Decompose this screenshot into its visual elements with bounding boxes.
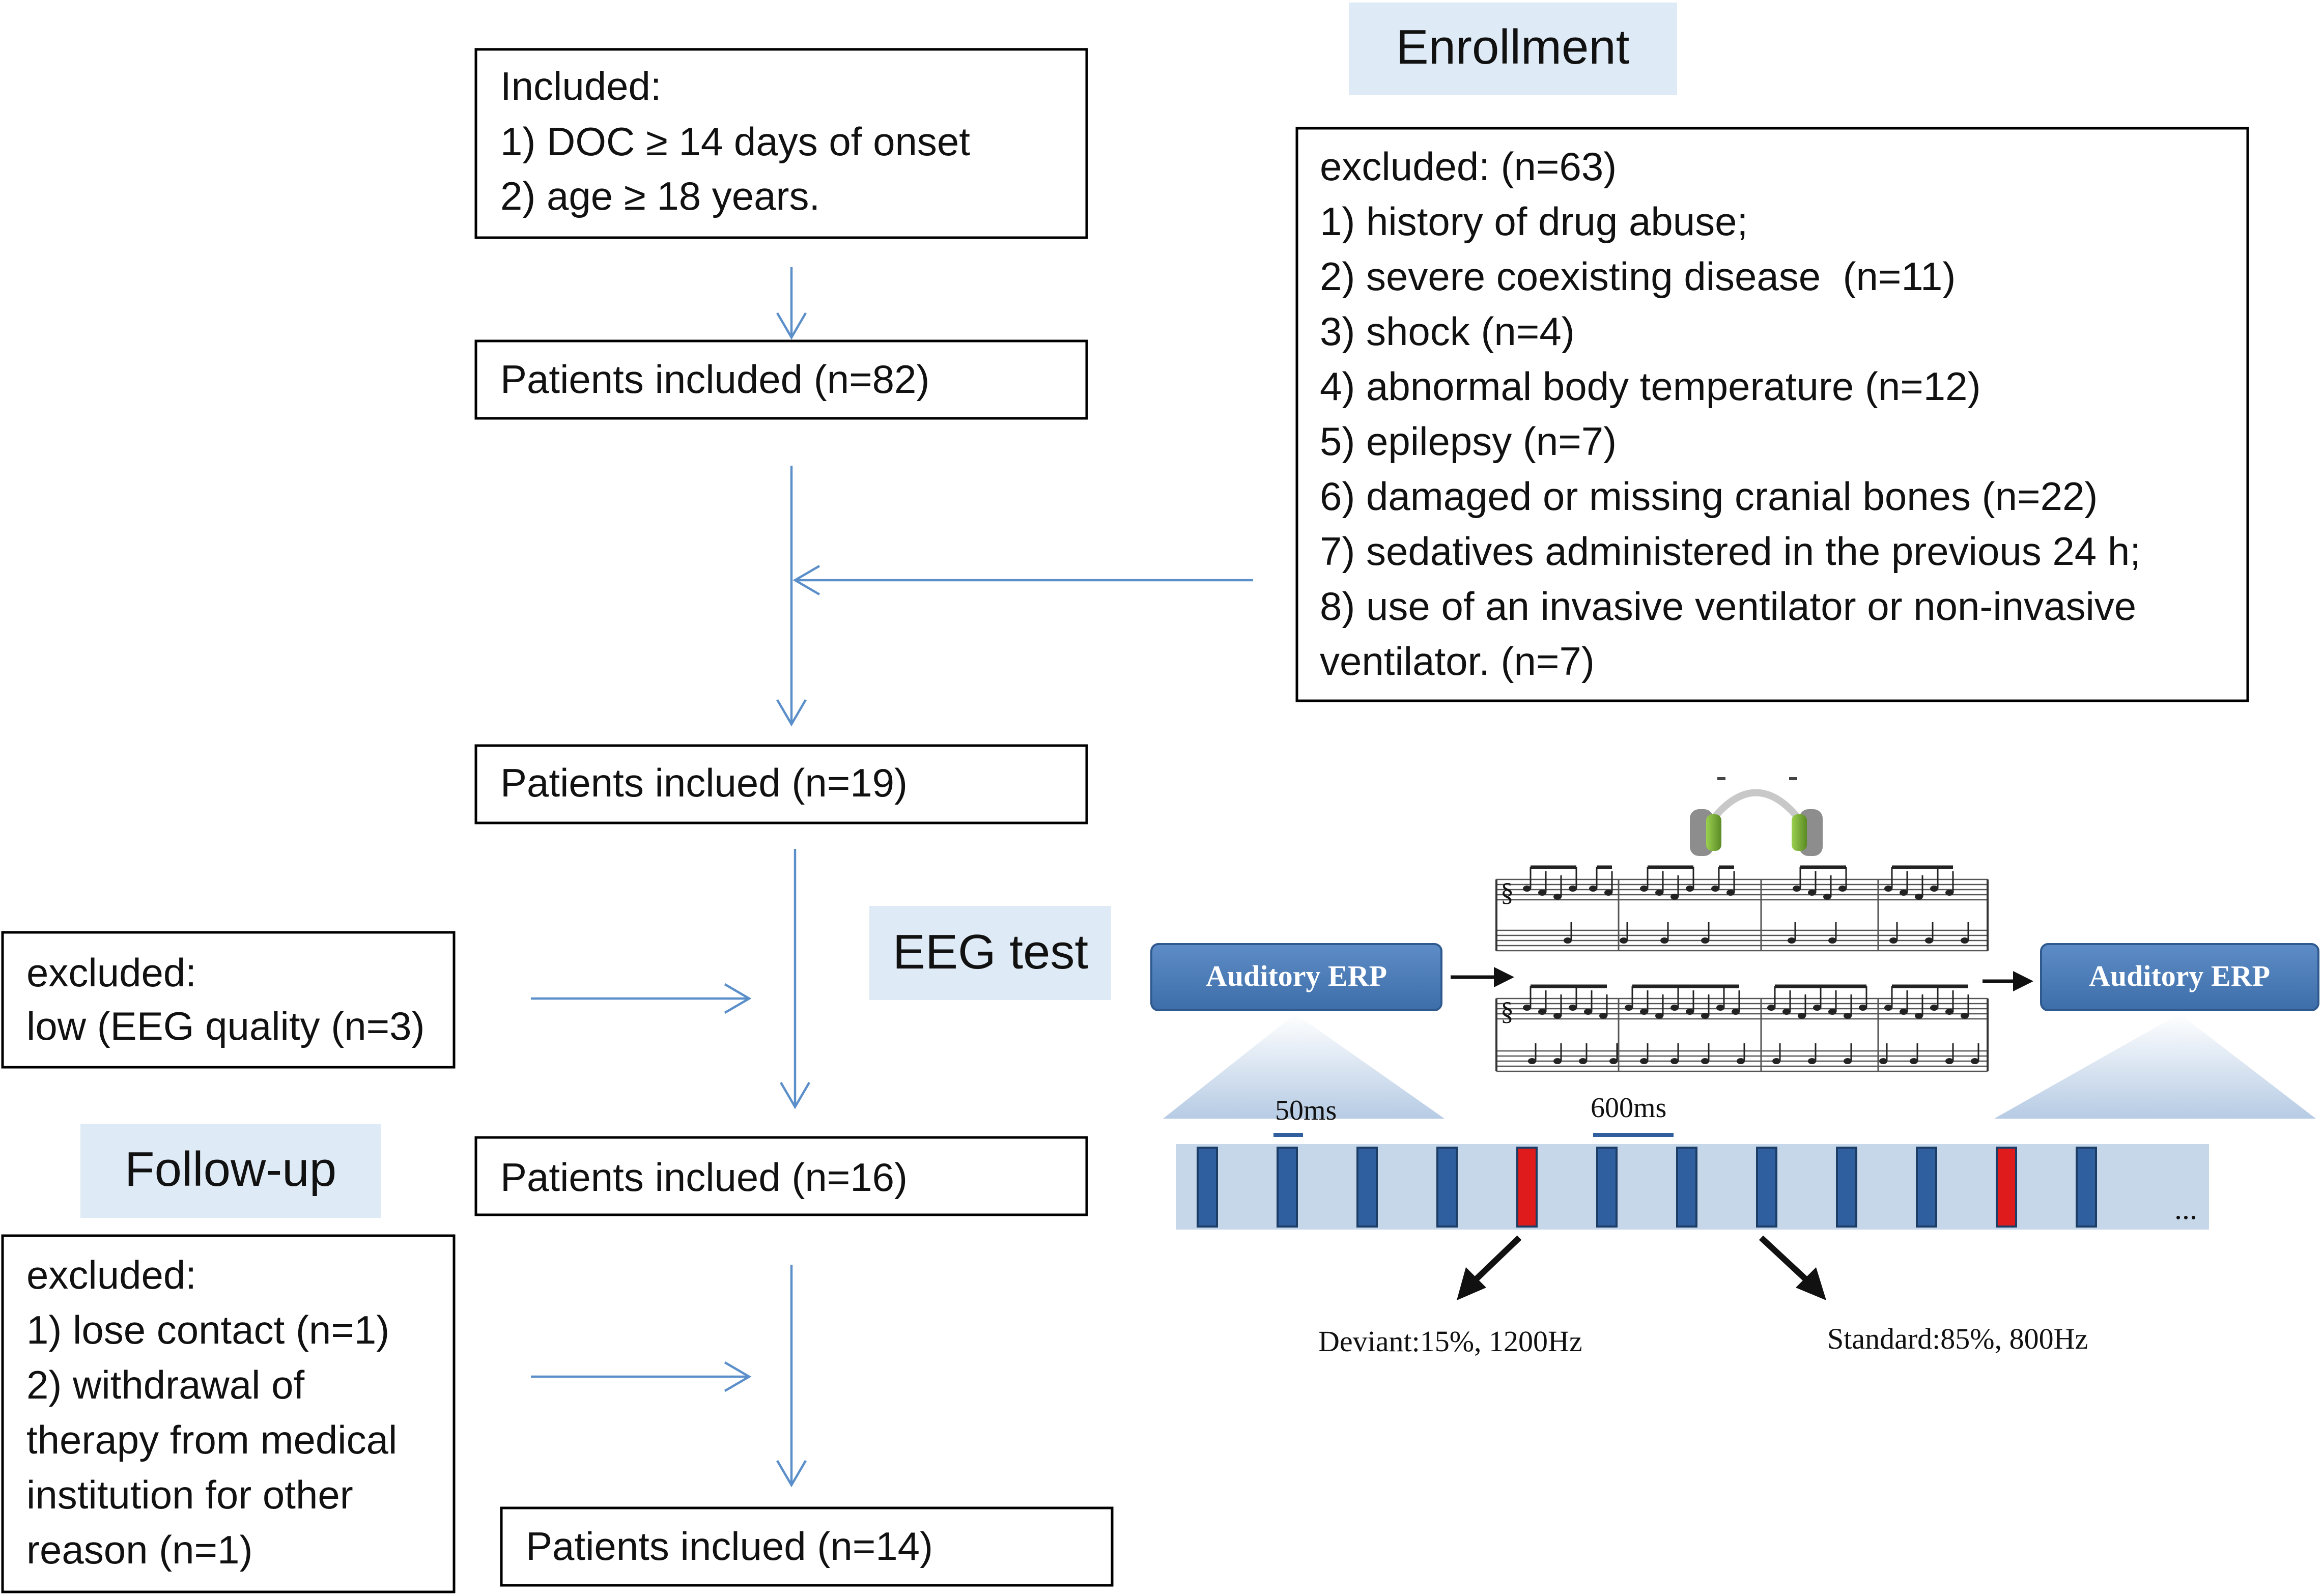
deviant-label: Deviant:15%, 1200Hz [1318,1325,1582,1358]
exclusion-followup-line: excluded: [26,1252,196,1297]
flow-arrow-exclusion-eeg [531,983,752,1014]
patients-included-19-text: Patients inclued (n=19) [500,760,908,805]
interval-600ms-marker: 600ms [1591,1092,1674,1137]
flow-arrow-16-to-14 [776,1265,807,1488]
arrow-erp-to-score [1451,967,1514,987]
deviant-stimulus-bar [1516,1147,1538,1228]
svg-text:§: § [1500,997,1514,1026]
standard-stimulus-bar [1596,1147,1618,1228]
inclusion-criteria-box: Included: 1) DOC ≥ 14 days of onset 2) a… [474,48,1088,239]
exclusion-eeg-box: excluded: low (EEG quality (n=3) [1,931,456,1069]
follow-up-label: Follow-up [80,1124,381,1218]
patients-included-14-box: Patients inclued (n=14) [500,1506,1114,1587]
auditory-erp-right-label: Auditory ERP [2089,959,2270,992]
patients-included-19-box: Patients inclued (n=19) [474,744,1088,824]
zoom-triangle-left [1163,1014,1445,1119]
sequence-ellipsis: ... [2174,1192,2197,1226]
auditory-erp-right-box: Auditory ERP [2040,943,2319,1011]
inclusion-line: Included: [500,64,662,108]
exclusion-enrollment-line: ventilator. (n=7) [1320,639,1595,683]
flow-arrow-82-to-19 [776,466,807,727]
exclusion-enrollment-line: 3) shock (n=4) [1320,309,1575,354]
exclusion-enrollment-line: 2) severe coexisting disease (n=11) [1320,254,1956,299]
deviant-pointer-arrow [1457,1235,1522,1300]
flow-arrow-exclusion-followup [531,1361,752,1392]
standard-stimulus-bar [1277,1147,1298,1228]
stimulus-bars [1197,1147,2097,1228]
exclusion-enrollment-line: 1) history of drug abuse; [1320,199,1748,244]
standard-pointer-arrow [1759,1235,1826,1300]
standard-stimulus-bar [1756,1147,1777,1228]
patients-included-82-text: Patients included (n=82) [500,357,929,402]
standard-stimulus-bar [2076,1147,2097,1228]
exclusion-enrollment-line: 7) sedatives administered in the previou… [1320,529,2141,574]
patients-included-16-text: Patients inclued (n=16) [500,1155,908,1200]
auditory-erp-left-box: Auditory ERP [1150,943,1442,1011]
enrollment-label-text: Enrollment [1396,20,1630,74]
exclusion-eeg-line: low (EEG quality (n=3) [26,1004,424,1048]
duration-50ms-marker: 50ms [1273,1095,1337,1137]
inclusion-line: 2) age ≥ 18 years. [500,174,820,218]
flow-arrow-exclusion-enrollment [792,565,1253,595]
standard-stimulus-bar [1197,1147,1218,1228]
exclusion-enrollment-line: 4) abnormal body temperature (n=12) [1320,364,1981,409]
flow-arrow-inclusion-to-82 [776,267,807,340]
exclusion-enrollment-line: 6) damaged or missing cranial bones (n=2… [1320,474,2098,519]
exclusion-followup-line: reason (n=1) [26,1527,252,1572]
headphones-icon [1690,777,1823,856]
exclusion-enrollment-line: 5) epilepsy (n=7) [1320,419,1617,464]
exclusion-followup-line: therapy from medical [26,1417,397,1462]
exclusion-enrollment-line: 8) use of an invasive ventilator or non-… [1320,584,2136,629]
flow-arrow-19-to-16 [780,849,810,1109]
patients-included-82-box: Patients included (n=82) [474,339,1088,420]
music-score-icon: §§ [1495,865,1989,1072]
exclusion-followup-box: excluded: 1) lose contact (n=1) 2) withd… [1,1234,456,1593]
deviant-stimulus-bar [1996,1147,2017,1228]
exclusion-eeg-line: excluded: [26,950,196,995]
standard-stimulus-bar [1436,1147,1458,1228]
standard-label: Standard:85%, 800Hz [1827,1322,2088,1355]
exclusion-enrollment-box: excluded: (n=63) 1) history of drug abus… [1295,127,2249,702]
zoom-triangle-right [1994,1014,2316,1119]
exclusion-followup-line: institution for other [26,1472,353,1517]
eeg-test-label-text: EEG test [893,925,1088,979]
follow-up-label-text: Follow-up [125,1142,336,1196]
patients-included-16-box: Patients inclued (n=16) [474,1136,1088,1216]
exclusion-followup-line: 2) withdrawal of [26,1362,305,1407]
eeg-test-label: EEG test [869,906,1111,1000]
interval-600ms-label: 600ms [1591,1092,1666,1124]
exclusion-enrollment-line: excluded: (n=63) [1320,144,1617,189]
enrollment-label: Enrollment [1349,3,1677,95]
svg-text:§: § [1500,878,1514,907]
standard-stimulus-bar [1676,1147,1697,1228]
patients-included-14-text: Patients inclued (n=14) [526,1524,933,1569]
standard-stimulus-bar [1836,1147,1857,1228]
standard-stimulus-bar [1916,1147,1937,1228]
arrow-score-to-erp [1983,971,2033,991]
duration-50ms-label: 50ms [1275,1095,1337,1126]
standard-stimulus-bar [1356,1147,1378,1228]
inclusion-line: 1) DOC ≥ 14 days of onset [500,119,970,164]
exclusion-followup-line: 1) lose contact (n=1) [26,1307,389,1352]
auditory-erp-left-label: Auditory ERP [1206,959,1387,992]
